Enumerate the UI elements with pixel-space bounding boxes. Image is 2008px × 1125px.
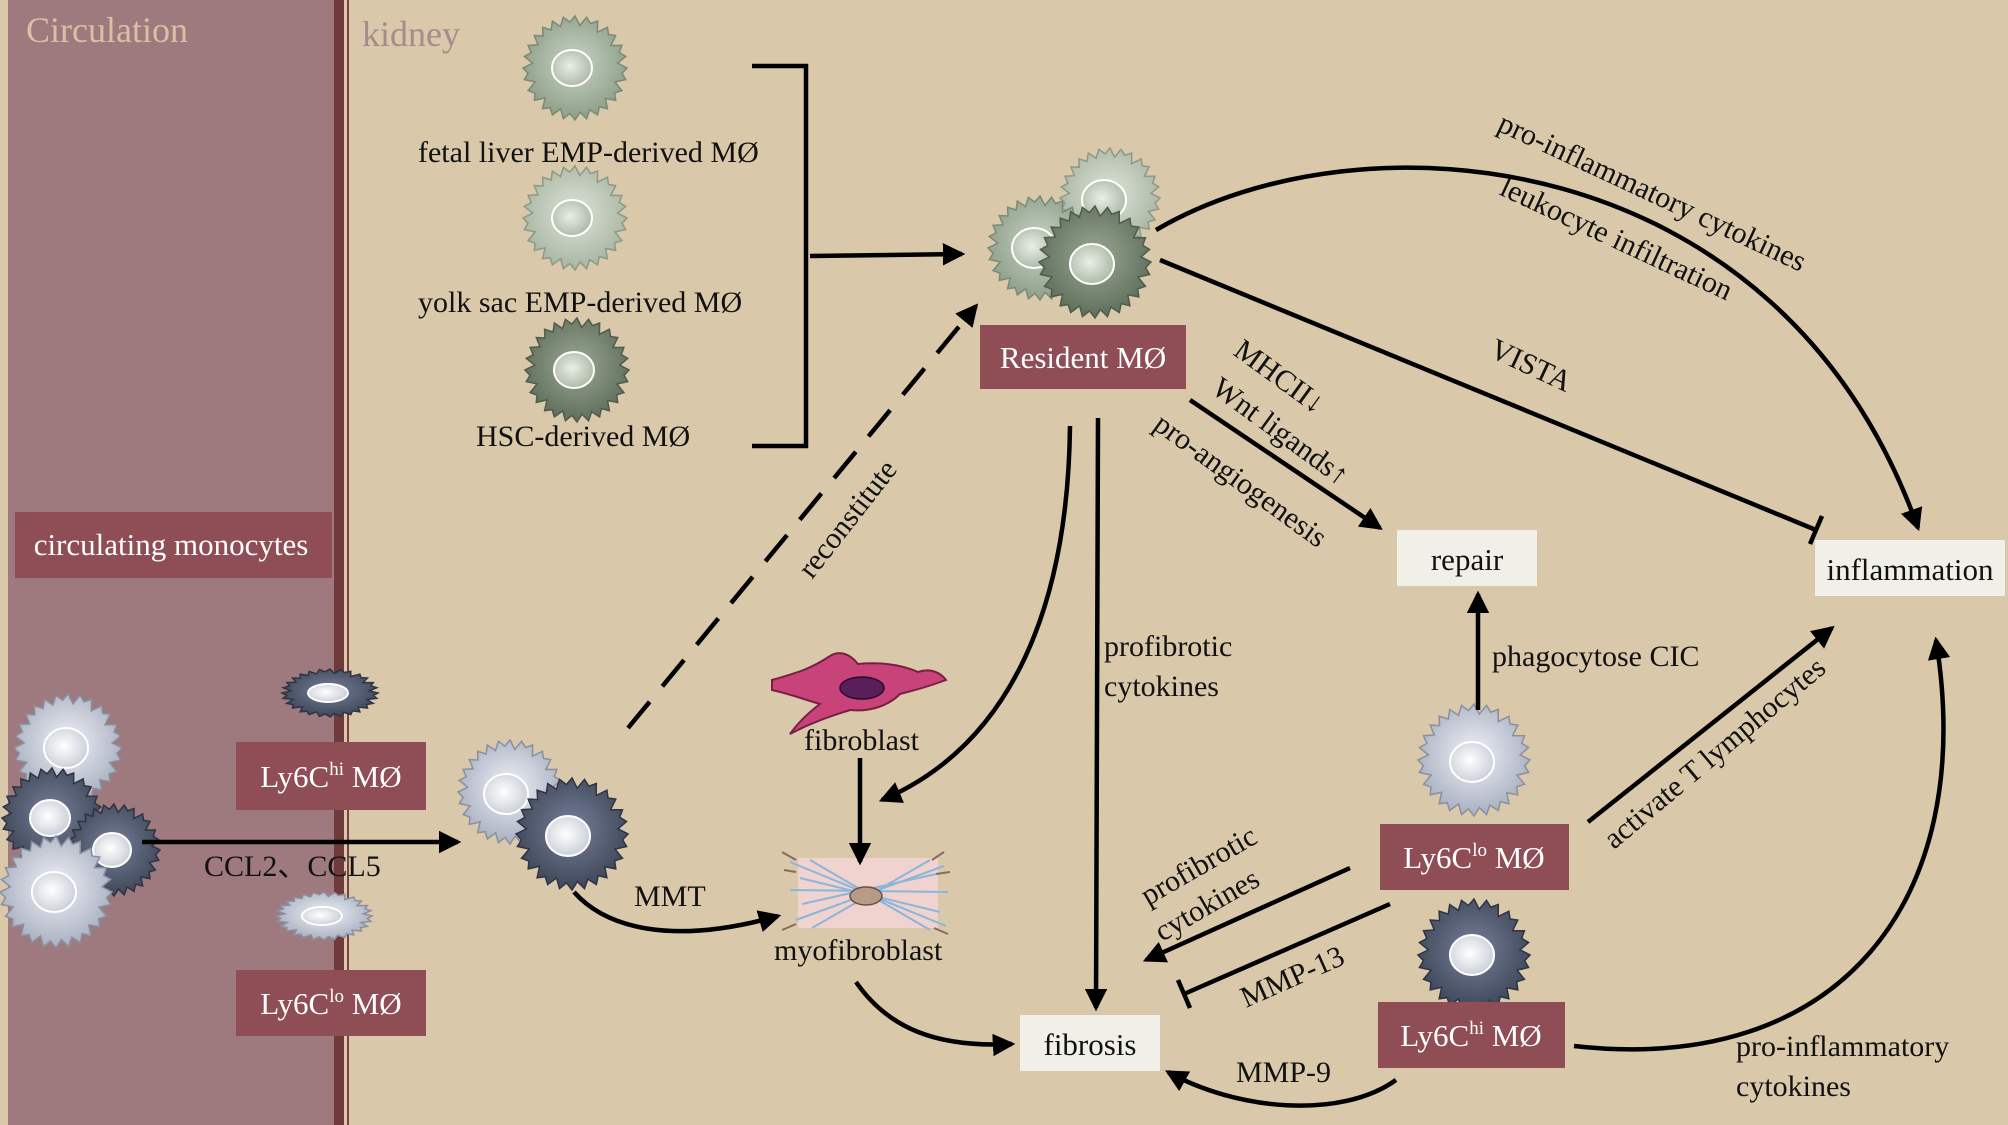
mmt-label: MMT xyxy=(634,880,706,913)
fibroblast-icon xyxy=(771,652,948,735)
infiltrated-macrophage-pair-icon xyxy=(456,738,630,892)
ly6clo-profibrotic-arrow xyxy=(1142,865,1351,963)
reconstitute-arrow xyxy=(626,303,979,730)
svg-text:circulating monocytes: circulating monocytes xyxy=(34,527,309,562)
mmp13-inhibition-bar xyxy=(1175,979,1193,1009)
inflammation-box: inflammation xyxy=(1815,540,2005,596)
kidney-title: kidney xyxy=(362,14,460,54)
resident-to-repair-arrow xyxy=(1188,398,1383,530)
circulation-title: Circulation xyxy=(26,10,188,50)
profibrotic-label-1b: cytokines xyxy=(1104,670,1219,703)
ly6c-hi-circulation-box: Ly6Chi MØ xyxy=(236,742,426,810)
resident-to-fibrosis-arrow xyxy=(1084,417,1108,1012)
svg-text:repair: repair xyxy=(1431,542,1504,577)
ly6c-lo-kidney-box: Ly6Clo MØ xyxy=(1380,824,1569,890)
myofibroblast-to-fibrosis-arrow xyxy=(854,980,1016,1057)
svg-text:Ly6Clo MØ: Ly6Clo MØ xyxy=(1403,840,1544,875)
hsc-macrophage-icon xyxy=(523,316,631,424)
myofibroblast-icon xyxy=(781,851,951,935)
fibroblast-label: fibroblast xyxy=(804,724,920,757)
fibrosis-box: fibrosis xyxy=(1020,1015,1160,1071)
circulating-monocyte-cluster-icon xyxy=(0,692,162,950)
source-bracket xyxy=(752,63,809,449)
svg-text:Ly6Chi MØ: Ly6Chi MØ xyxy=(1400,1018,1541,1053)
fetal-liver-macrophage-icon xyxy=(521,14,629,122)
ly6c-lo-kidney-cell-icon xyxy=(1416,702,1532,818)
mmp13-inhibition-edge xyxy=(1183,901,1391,997)
mmt-arrow xyxy=(572,890,782,934)
vista-inhibition-bar xyxy=(1807,515,1825,545)
ly6c-hi-adherent-cell-icon xyxy=(279,668,381,718)
svg-text:fibrosis: fibrosis xyxy=(1044,1027,1137,1062)
ly6c-lo-circulation-box: Ly6Clo MØ xyxy=(236,970,426,1036)
ly6c-hi-kidney-box: Ly6Chi MØ xyxy=(1378,1002,1565,1068)
circulating-monocytes-box: circulating monocytes xyxy=(15,512,332,578)
profibrotic-label-1a: profibrotic xyxy=(1104,630,1232,663)
ccl-label: CCL2、CCL5 xyxy=(204,850,381,883)
pro-inflammatory-bottom-label-a: pro-inflammatory xyxy=(1736,1030,1949,1063)
resident-to-myofibroblast-arrow xyxy=(878,425,1073,803)
bracket-to-resident-arrow xyxy=(809,243,966,266)
svg-text:Ly6Clo MØ: Ly6Clo MØ xyxy=(260,986,401,1021)
ly6c-hi-kidney-cell-icon xyxy=(1416,897,1532,1013)
resident-macrophage-cluster-icon xyxy=(986,146,1162,320)
pro-inflammatory-bottom-label-b: cytokines xyxy=(1736,1070,1851,1103)
fetal-liver-label: fetal liver EMP-derived MØ xyxy=(418,136,759,169)
svg-text:Resident MØ: Resident MØ xyxy=(1000,340,1166,375)
ly6chi-to-inflammation-arrow xyxy=(1573,636,1951,1052)
vista-inhibition-edge xyxy=(1159,257,1817,533)
phagocytose-label: phagocytose CIC xyxy=(1492,640,1699,673)
activate-t-arrow xyxy=(1586,625,1835,824)
yolk-sac-macrophage-icon xyxy=(521,164,629,272)
mmp9-label: MMP-9 xyxy=(1236,1056,1331,1089)
ly6c-lo-adherent-cell-icon xyxy=(273,891,375,941)
resident-macrophage-box: Resident MØ xyxy=(980,325,1186,389)
yolk-sac-label: yolk sac EMP-derived MØ xyxy=(418,286,742,319)
vessel-membrane xyxy=(334,0,344,1125)
svg-text:inflammation: inflammation xyxy=(1826,552,1994,587)
svg-text:Ly6Chi MØ: Ly6Chi MØ xyxy=(260,759,401,794)
mmp9-arrow xyxy=(1165,1070,1398,1108)
myofibroblast-label: myofibroblast xyxy=(774,934,943,967)
repair-box: repair xyxy=(1397,530,1537,586)
hsc-label: HSC-derived MØ xyxy=(476,420,690,453)
resident-to-inflammation-arrow xyxy=(1154,165,1923,532)
